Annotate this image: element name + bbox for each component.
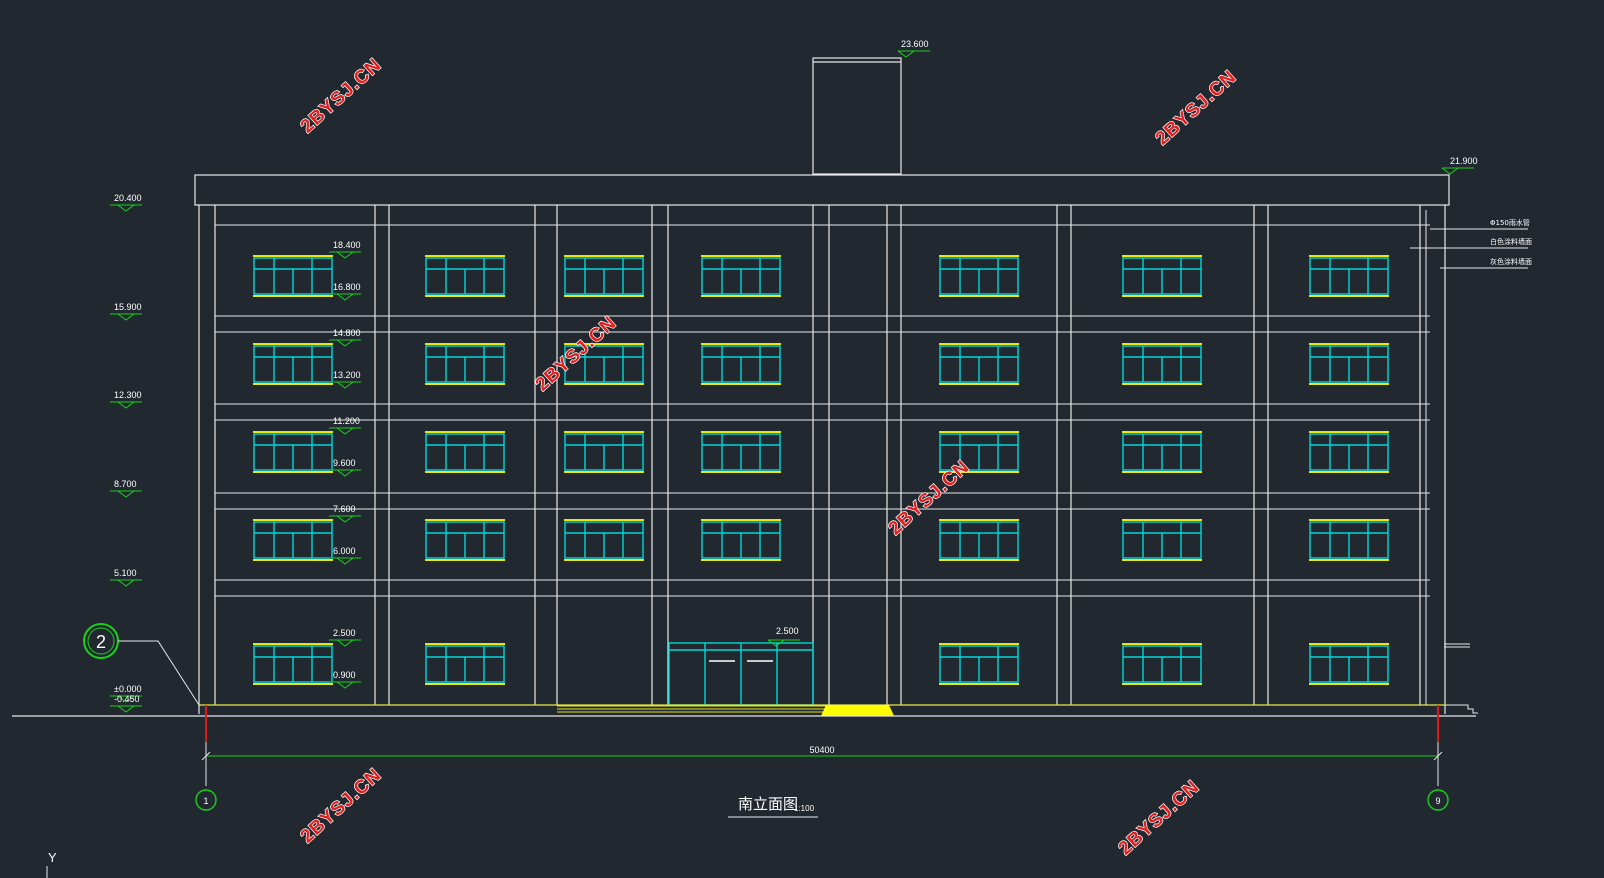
axis-bubble-1: 1	[195, 789, 217, 811]
columns	[214, 205, 1421, 705]
left-elevation-markers: 20.400 15.900 12.300 8.700 5.100 ±0.000-0.450	[110, 193, 142, 713]
elevation-text: 9.600	[333, 458, 356, 468]
window	[425, 643, 505, 685]
window	[1122, 343, 1202, 385]
building-structure	[12, 57, 1476, 717]
ucs-icon: Y	[46, 850, 57, 878]
entrance-doors	[668, 642, 814, 706]
floor-bands	[215, 224, 1430, 597]
window	[939, 643, 1019, 685]
window	[701, 255, 781, 297]
elevation-text: 0.900	[333, 670, 356, 680]
entrance-steps	[199, 704, 1445, 713]
watermark-text: 2BYSJ.CN	[1152, 66, 1241, 149]
watermark-text: 2BYSJ.CN	[297, 764, 386, 847]
axis-start-text: 1	[203, 796, 208, 806]
drawing-title: 南立面图	[738, 795, 798, 813]
tower-top-text: 23.600	[901, 39, 929, 49]
window	[1122, 255, 1202, 297]
ucs-label: Y	[48, 850, 57, 865]
elevation-text: 16.800	[333, 282, 361, 292]
drawing-scale: 1:100	[794, 804, 815, 813]
window	[1309, 255, 1389, 297]
elevation-text: 14.800	[333, 328, 361, 338]
window	[1309, 519, 1389, 561]
roof-right-mark: 21.900	[1441, 156, 1478, 175]
elevation-text: 6.000	[333, 546, 356, 556]
elevation-text: 20.400	[114, 193, 142, 203]
window	[1309, 343, 1389, 385]
window	[939, 255, 1019, 297]
windows	[253, 255, 1389, 685]
window	[564, 519, 644, 561]
window	[1122, 431, 1202, 473]
window	[1122, 519, 1202, 561]
window	[564, 255, 644, 297]
axis-bubble-9: 9	[1427, 789, 1449, 811]
elevation-text: 8.700	[114, 479, 137, 489]
tower-top-mark: 23.600	[897, 39, 930, 58]
door-elevation-mark: 2.500	[767, 626, 800, 647]
window	[564, 343, 644, 385]
window	[253, 255, 333, 297]
window	[939, 343, 1019, 385]
window	[701, 519, 781, 561]
drainpipe-detail	[1419, 210, 1478, 714]
window	[425, 255, 505, 297]
window	[425, 519, 505, 561]
window	[253, 343, 333, 385]
axis-end-text: 9	[1435, 796, 1440, 806]
window	[564, 431, 644, 473]
elevation-text: 11.200	[333, 416, 360, 426]
material-note: 灰色涂料墙面	[1490, 257, 1532, 266]
door-mark-text: 2.500	[776, 626, 799, 636]
material-note: 白色涂料墙面	[1490, 237, 1532, 246]
elevation-text: 7.600	[333, 504, 356, 514]
window	[253, 643, 333, 685]
dimension-line: 50400	[201, 705, 1443, 786]
elevation-text: 5.100	[114, 568, 137, 578]
window	[939, 519, 1019, 561]
window-elevation-labels: 18.400 16.800 14.800 13.200 11.200 9.600 7.600…	[329, 240, 361, 689]
drawing-title-block: 南立面图 1:100	[728, 795, 818, 818]
watermark-text: 2BYSJ.CN	[297, 54, 386, 137]
window	[425, 343, 505, 385]
section-symbol-text: 2	[96, 632, 106, 652]
roof-parapet	[194, 174, 1450, 206]
section-symbol: 2	[83, 623, 200, 706]
material-note: Φ150雨水管	[1490, 218, 1530, 227]
window	[425, 431, 505, 473]
watermark-text: 2BYSJ.CN	[1115, 776, 1204, 859]
window	[1309, 643, 1389, 685]
elevation-text: -0.450	[114, 694, 140, 704]
ramp-fill	[821, 705, 894, 716]
window	[1309, 431, 1389, 473]
elevation-text: 18.400	[333, 240, 361, 250]
roof-right-text: 21.900	[1450, 156, 1478, 166]
window	[701, 343, 781, 385]
stair-tower	[812, 57, 902, 175]
elevation-text: 2.500	[333, 628, 356, 638]
elevation-text: ±0.000	[114, 684, 141, 694]
window	[253, 519, 333, 561]
window	[253, 431, 333, 473]
elevation-text: 12.300	[114, 390, 142, 400]
window	[939, 431, 1019, 473]
window	[1122, 643, 1202, 685]
window	[701, 431, 781, 473]
elevation-text: 15.900	[114, 302, 142, 312]
overall-dimension-text: 50400	[809, 745, 834, 755]
elevation-text: 13.200	[333, 370, 361, 380]
